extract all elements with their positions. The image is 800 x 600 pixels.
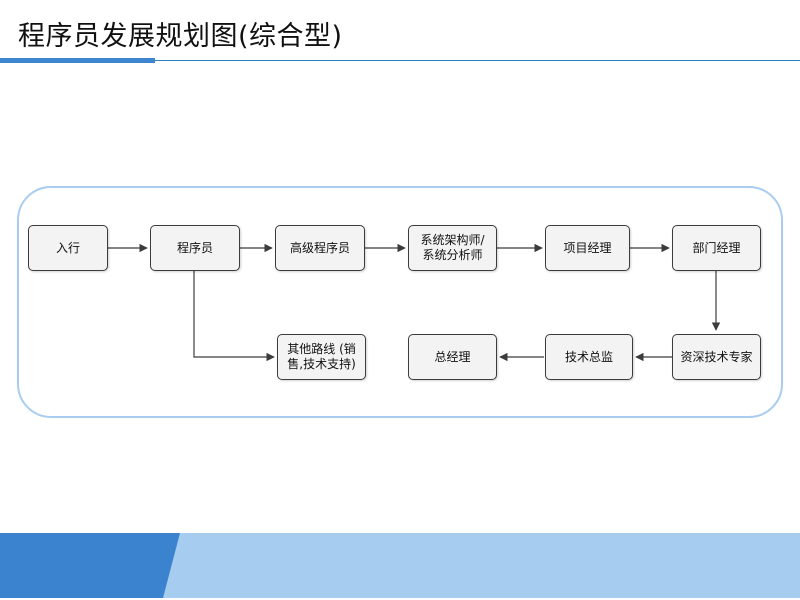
arrow-programmer-to-other xyxy=(193,271,275,362)
node-senior-tech-expert: 资深技术专家 xyxy=(672,334,761,380)
title-underline xyxy=(0,60,800,61)
node-senior-tech-expert-label: 资深技术专家 xyxy=(680,349,753,364)
node-other-paths-label-line2: 售,技术支持) xyxy=(287,357,356,371)
node-tech-director-label: 技术总监 xyxy=(564,349,613,364)
footer-band-accent xyxy=(0,533,180,598)
node-entry-label: 入行 xyxy=(55,240,80,255)
node-tech-director: 技术总监 xyxy=(545,334,633,380)
node-department-manager: 部门经理 xyxy=(672,225,761,271)
node-project-manager-label: 项目经理 xyxy=(563,240,612,255)
node-other-paths-label-line1: 其他路线 (销 xyxy=(287,342,356,356)
node-project-manager: 项目经理 xyxy=(545,225,630,271)
node-programmer: 程序员 xyxy=(150,225,240,271)
node-other-paths: 其他路线 (销 售,技术支持) xyxy=(277,334,366,380)
node-architect-label-line1: 系统架构师/ xyxy=(420,233,485,247)
node-architect: 系统架构师/ 系统分析师 xyxy=(408,225,497,271)
node-general-manager-label: 总经理 xyxy=(434,349,471,364)
node-department-manager-label: 部门经理 xyxy=(692,240,741,255)
title-accent-bar xyxy=(0,58,155,63)
node-senior-programmer: 高级程序员 xyxy=(275,225,365,271)
node-senior-programmer-label: 高级程序员 xyxy=(289,240,350,255)
node-architect-label-line2: 系统分析师 xyxy=(422,248,483,262)
diagram-frame xyxy=(17,186,783,418)
node-entry: 入行 xyxy=(28,225,108,271)
node-general-manager: 总经理 xyxy=(408,334,497,380)
slide-title: 程序员发展规划图(综合型) xyxy=(18,21,343,52)
node-programmer-label: 程序员 xyxy=(176,240,213,255)
